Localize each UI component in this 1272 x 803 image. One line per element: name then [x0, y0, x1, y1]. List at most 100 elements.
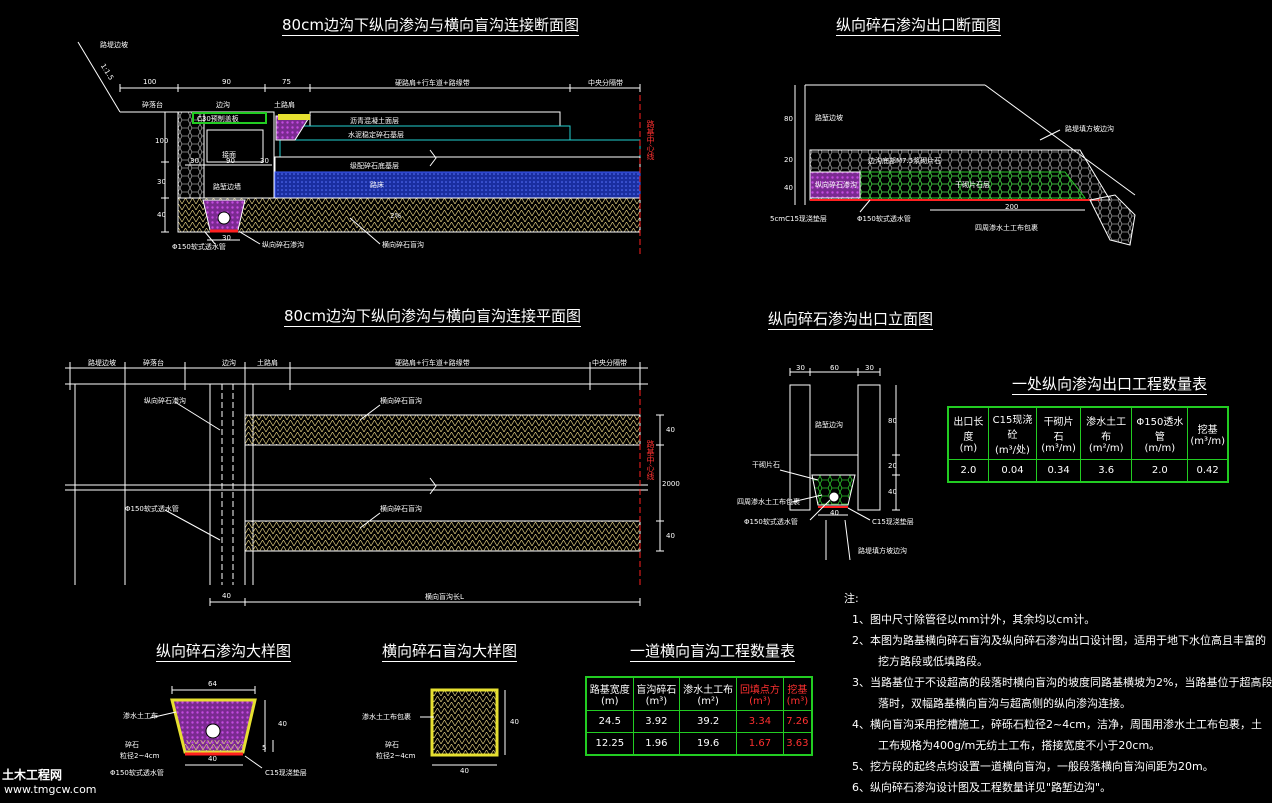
note-line: 工布规格为400g/m无纺土工布，搭接宽度不小于20cm。 [878, 739, 1161, 752]
plan-view [65, 362, 664, 606]
lbl-d100b: 100 [155, 137, 169, 145]
lbl-d75: 75 [282, 78, 291, 86]
lbl-surface: 沥青混凝土面层 [350, 117, 399, 125]
note-line: 5、挖方段的起终点均设置一道横向盲沟，一般段落横向盲沟间距为20m。 [852, 760, 1214, 773]
lbl-e-d30b: 30 [865, 364, 874, 372]
lbl-d30b: 30 [190, 157, 199, 165]
table-header-text: 回填点方 [739, 685, 780, 696]
trans-quantity-table: 路基宽度(m)盲沟碎石(m³)渗水土工布(m²)回填点方(m³)挖基(m³)24… [585, 676, 813, 756]
lbl-p-center: 路基中心线 [646, 440, 655, 480]
lbl-o-cloth: 四周渗水土工布包裹 [975, 224, 1038, 232]
lbl-e-d40b: 40 [830, 509, 839, 517]
lbl-median: 中央分隔带 [588, 79, 623, 87]
table-header-text: (m²) [697, 696, 719, 707]
table-header-cell: 挖基(m³/m) [1187, 406, 1229, 460]
table-header-cell: 干砌片石(m³/m) [1036, 406, 1081, 460]
trans-table-title: 一道横向盲沟工程数量表 [630, 642, 796, 662]
table-header-cell: 渗水土工布(m²/m) [1079, 406, 1133, 460]
lbl-d90: 90 [222, 78, 231, 86]
table-header-text: 渗水土工布 [1086, 417, 1127, 443]
lbl-p-slope: 路堤边坡 [88, 359, 116, 367]
trans-detail-title: 横向碎石盲沟大样图 [382, 642, 518, 662]
lbl-l-stone: 碎石 [125, 741, 139, 749]
notes: 注: 1、图中尺寸除管径以mm计外，其余均以cm计。 2、本图为路基横向碎石盲沟及… [836, 588, 1272, 798]
lbl-l-cushion: C15现浇垫层 [265, 769, 307, 777]
outlet-section-title: 纵向碎石渗沟出口断面图 [836, 16, 1002, 36]
lbl-o-d80: 80 [784, 115, 793, 123]
lbl-p-long: 纵向碎石渗沟 [144, 397, 186, 405]
lbl-guard: 碎落台 [142, 101, 163, 109]
lbl-t-d40b: 40 [510, 718, 519, 726]
lbl-o-slope: 路堑边坡 [815, 114, 843, 122]
lbl-p-d40c: 40 [222, 592, 231, 600]
table-header-text: 渗水土工布 [683, 685, 734, 696]
notes-lines: 1、图中尺寸除管径以mm计外，其余均以cm计。 2、本图为路基横向碎石盲沟及纵向碎… [852, 609, 1272, 798]
lbl-e-ditch: 路堑边沟 [815, 421, 843, 429]
lbl-l-cloth: 渗水土工布 [123, 712, 158, 720]
lbl-l-d64: 64 [208, 680, 217, 688]
table-header-text: Φ150透水管 [1136, 417, 1184, 443]
table-header-text: 盲沟碎石 [636, 685, 677, 696]
table-cell: 2.0 [947, 459, 989, 483]
table-header-cell: C15现浇砼(m³/处) [987, 406, 1038, 460]
table-header-text: (m³/处) [995, 445, 1030, 456]
section-title: 80cm边沟下纵向渗沟与横向盲沟连接断面图 [282, 16, 579, 36]
table-header-text: 挖基 [787, 685, 808, 696]
lbl-e-d30: 30 [796, 364, 805, 372]
note-line: 挖方路段或低填路段。 [878, 655, 988, 668]
lbl-ratio: 1:1.5 [98, 62, 116, 82]
table-cell: 39.2 [679, 710, 738, 733]
notes-title: 注: [844, 592, 859, 605]
lbl-curb: 土路肩 [274, 101, 295, 109]
table-cell: 3.34 [736, 710, 784, 733]
lbl-slope-pct: 2% [390, 212, 402, 220]
lbl-e-d40: 40 [888, 488, 897, 496]
lbl-e-cushion: C15现浇垫层 [872, 518, 914, 526]
trans-drain-detail [420, 688, 506, 766]
lbl-o-d40: 40 [784, 184, 793, 192]
table-cell: 3.92 [632, 710, 681, 733]
lbl-t-stone: 碎石 [385, 741, 399, 749]
table-header-cell: 盲沟碎石(m³) [632, 676, 681, 711]
table-header-text: (m³/m) [1190, 435, 1225, 447]
outlet-section [794, 84, 1136, 246]
table-cell: 0.34 [1036, 459, 1081, 483]
table-cell: 0.42 [1187, 459, 1229, 483]
note-line: 1、图中尺寸除管径以mm计外，其余均以cm计。 [852, 613, 1096, 626]
lbl-cap: C30预制盖板 [197, 115, 239, 123]
lbl-t-size: 粒径2~4cm [376, 752, 416, 760]
lbl-l-size: 粒径2~4cm [120, 752, 160, 760]
lbl-base: 水泥稳定碎石基层 [348, 131, 404, 139]
long-detail-title: 纵向碎石渗沟大样图 [156, 642, 292, 662]
table-cell: 2.0 [1131, 459, 1189, 483]
table-header-text: 出口长度 [953, 417, 984, 443]
table-cell: 7.26 [782, 710, 813, 733]
lbl-p-curb: 土路肩 [257, 359, 278, 367]
lbl-p-trans1: 横向碎石盲沟 [380, 397, 422, 405]
table-cell: 3.63 [782, 732, 813, 756]
lbl-d30: 30 [222, 234, 231, 242]
table-header-row: 出口长度(m)C15现浇砼(m³/处)干砌片石(m³/m)渗水土工布(m²/m)… [947, 406, 1229, 460]
lbl-d90b: 90 [226, 157, 235, 165]
lbl-o-fill: 路堤填方坡边沟 [1065, 125, 1114, 133]
table-header-text: (m³/m) [1041, 443, 1076, 454]
outlet-table-title: 一处纵向渗沟出口工程数量表 [1012, 375, 1208, 395]
table-header-text: (m) [601, 696, 619, 707]
section-view [77, 41, 641, 255]
lbl-ditch: 边沟 [216, 101, 230, 109]
table-cell: 19.6 [679, 732, 738, 756]
note-line: 2、本图为路基横向碎石盲沟及纵向碎石渗沟出口设计图，适用于地下水位高且丰富的 [852, 634, 1266, 647]
table-header-text: (m²/m) [1088, 443, 1124, 454]
table-header-cell: 渗水土工布(m²) [679, 676, 738, 711]
lbl-p-ditch: 边沟 [222, 359, 236, 367]
lbl-trans-drain: 横向碎石盲沟 [382, 241, 424, 249]
watermark-url: www.tmgcw.com [4, 783, 97, 796]
lbl-d100: 100 [143, 78, 157, 86]
lbl-o-gravel: 纵向碎石渗沟 [815, 181, 857, 189]
lbl-lane: 硬路肩+行车道+路缘带 [395, 79, 470, 87]
lbl-e-cloth: 四周渗水土工布包裹 [737, 498, 800, 506]
